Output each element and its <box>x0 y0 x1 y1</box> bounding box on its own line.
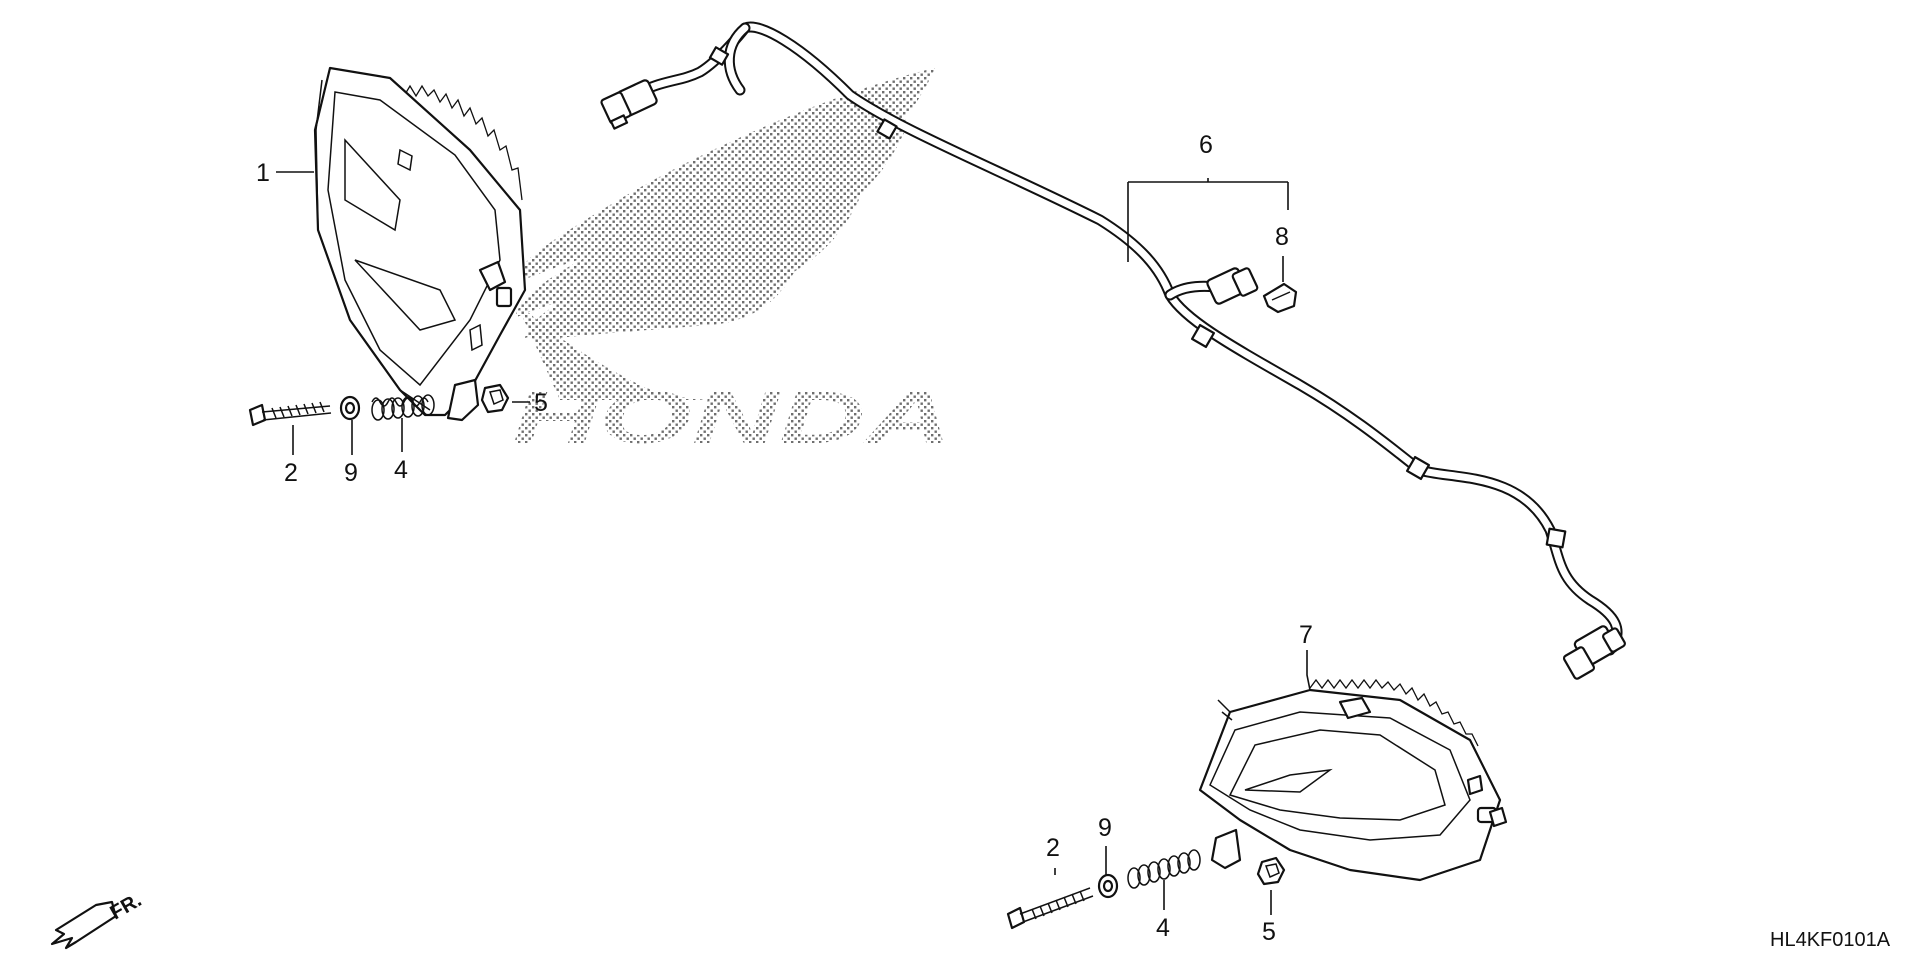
callout-labels: 1 2 9 4 5 6 8 7 2 9 4 5 <box>256 131 1313 946</box>
callout-9-top: 9 <box>344 459 358 487</box>
callout-5-top: 5 <box>534 389 548 417</box>
front-direction-arrow: FR. <box>50 889 145 950</box>
diagram-code: HL4KF0101A <box>1770 929 1891 951</box>
callout-2-top: 2 <box>284 459 298 487</box>
top-spring <box>371 394 435 421</box>
harness-connector-right <box>1562 625 1626 680</box>
callout-4-top: 4 <box>394 456 408 484</box>
callout-4-bottom: 4 <box>1156 914 1170 942</box>
bottom-spring <box>1127 849 1201 889</box>
callout-7: 7 <box>1299 621 1313 649</box>
callout-8: 8 <box>1275 223 1289 251</box>
harness-connector-left <box>600 79 658 130</box>
bottom-headlight <box>1198 678 1508 882</box>
top-nut <box>480 383 510 414</box>
callout-1: 1 <box>256 159 270 187</box>
callout-5-bottom: 5 <box>1262 918 1276 946</box>
watermark-text: HONDA <box>512 376 952 459</box>
top-headlight <box>313 66 527 422</box>
leader-lines <box>276 171 1311 915</box>
honda-wing-watermark: HONDA <box>505 68 952 459</box>
top-adjust-bolt <box>248 401 332 427</box>
callout-6: 6 <box>1199 131 1213 159</box>
callout-2-bottom: 2 <box>1046 834 1060 862</box>
bottom-adjust-bolt <box>1006 887 1094 930</box>
callout-9-bottom: 9 <box>1098 814 1112 842</box>
top-washer <box>339 395 361 421</box>
harness-connector-middle <box>1206 267 1259 305</box>
harness-clip <box>1262 282 1298 314</box>
bottom-washer <box>1097 873 1119 899</box>
bottom-nut <box>1256 856 1286 886</box>
wiring-harness <box>600 21 1626 680</box>
